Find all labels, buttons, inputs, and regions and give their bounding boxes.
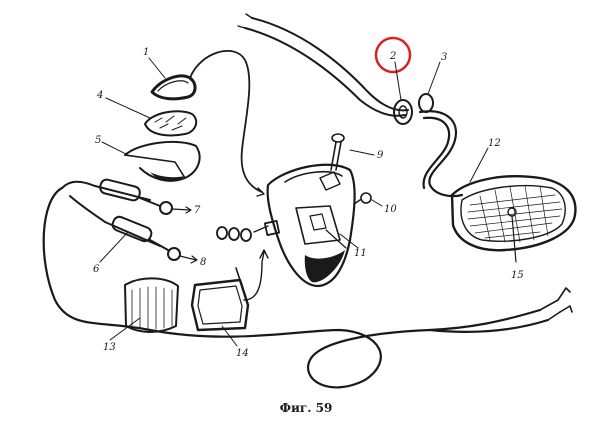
seal-ring-1 xyxy=(150,74,197,101)
label-1: 1 xyxy=(143,47,149,58)
label-6: 6 xyxy=(93,264,100,275)
screw-9 xyxy=(330,133,375,171)
terminal-fork xyxy=(557,287,573,313)
lens-4 xyxy=(144,110,198,137)
washer-set xyxy=(216,219,281,242)
grommet-3 xyxy=(418,93,434,113)
rear-lamp-12 xyxy=(450,175,577,263)
reflector-5 xyxy=(124,140,201,182)
label-12: 12 xyxy=(488,138,501,149)
lamp-socket-7 xyxy=(94,178,192,215)
label-8: 8 xyxy=(200,257,206,268)
label-5: 5 xyxy=(95,135,101,146)
label-11: 11 xyxy=(354,248,367,259)
label-15: 15 xyxy=(511,270,524,281)
highlight-circle xyxy=(374,36,412,74)
label-10: 10 xyxy=(384,204,397,215)
part-labels: 1 2 3 4 5 6 7 8 9 10 11 12 13 14 15 xyxy=(93,47,524,359)
grommet-2 xyxy=(393,99,413,125)
label-14: 14 xyxy=(236,348,249,359)
screw-10 xyxy=(353,192,383,207)
sleeve-13 xyxy=(124,277,179,333)
label-9: 9 xyxy=(377,150,384,161)
label-7: 7 xyxy=(194,205,201,216)
figure-caption: Фиг. 59 xyxy=(279,401,333,415)
housing-11 xyxy=(266,163,356,288)
lamp-socket-8 xyxy=(104,215,198,264)
feed-wire xyxy=(189,50,265,197)
leader-lines xyxy=(99,57,489,347)
main-wire-harness xyxy=(42,180,561,389)
label-13: 13 xyxy=(103,342,116,353)
label-3: 3 xyxy=(441,52,447,63)
bracket-14 xyxy=(190,249,269,332)
label-2: 2 xyxy=(389,51,396,62)
label-4: 4 xyxy=(96,90,103,101)
